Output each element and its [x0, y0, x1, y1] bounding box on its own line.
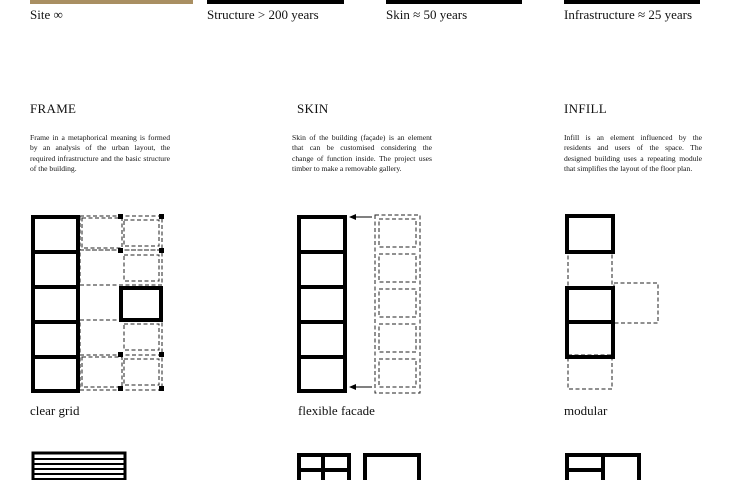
- skin-bottom-diagram: [297, 453, 421, 480]
- frame-caption: clear grid: [30, 403, 80, 418]
- site-legend-label: Site ∞: [30, 7, 63, 22]
- frame-bottom-diagram: [31, 451, 127, 480]
- infrastructure-legend-label: Infrastructure ≈ 25 years: [564, 7, 693, 22]
- infill-caption: modular: [564, 403, 608, 418]
- skin-caption: flexible facade: [298, 403, 375, 418]
- structure-legend-bar: [207, 0, 344, 4]
- skin-heading: SKIN: [297, 101, 329, 116]
- frame-heading: FRAME: [30, 101, 77, 116]
- site-legend-bar: [30, 0, 193, 4]
- infill-description: Infill is an element influenced by the r…: [564, 133, 702, 173]
- structure-legend-label: Structure > 200 years: [207, 7, 319, 22]
- skin-legend-label: Skin ≈ 50 years: [386, 7, 468, 22]
- infill-heading: INFILL: [564, 101, 607, 116]
- frame-diagram: [31, 214, 164, 393]
- infill-diagram: [565, 214, 659, 390]
- infill-bottom-diagram: [565, 453, 641, 480]
- skin-diagram: [297, 214, 421, 394]
- skin-description: Skin of the building (façade) is an elem…: [292, 133, 432, 173]
- infrastructure-legend-bar: [564, 0, 700, 4]
- frame-description: Frame in a metaphorical meaning is forme…: [30, 133, 170, 173]
- skin-legend-bar: [386, 0, 522, 4]
